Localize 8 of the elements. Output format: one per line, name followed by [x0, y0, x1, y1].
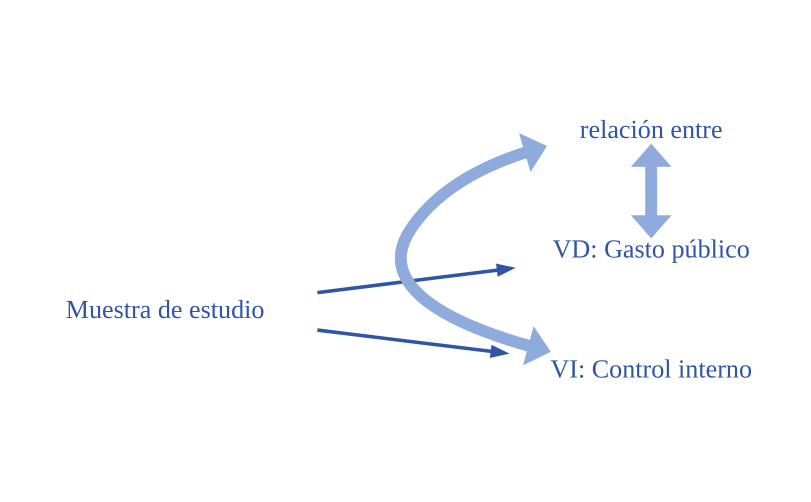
- arrow: [394, 133, 551, 366]
- arrow: [317, 264, 516, 294]
- node-text: Muestra de estudio: [66, 295, 264, 324]
- node-text: VI: Control interno: [550, 354, 752, 384]
- node-text: relación entre: [580, 114, 723, 144]
- node-text: VD: Gasto público: [552, 234, 750, 264]
- arrow: [630, 144, 672, 238]
- arrow: [317, 328, 510, 358]
